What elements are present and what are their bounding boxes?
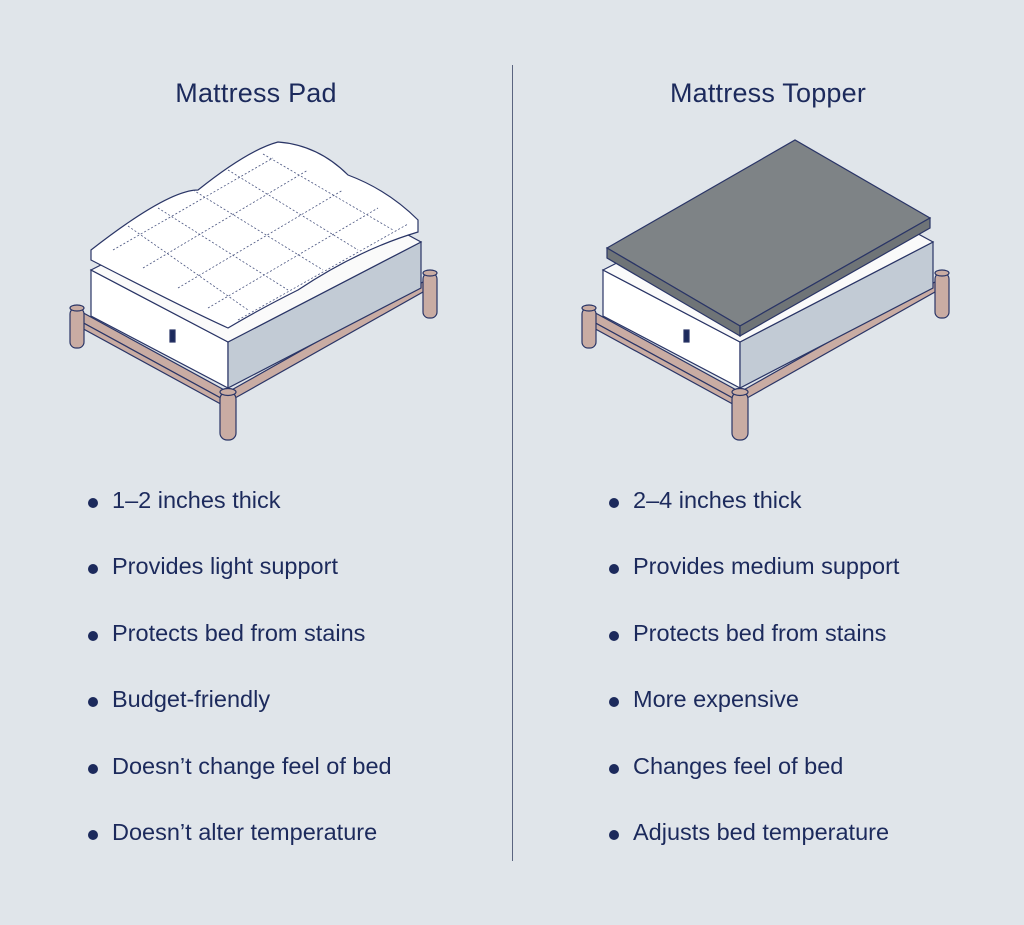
mattress-topper-features: 2–4 inches thick Provides medium support… <box>609 487 899 885</box>
bullet-icon <box>88 697 98 708</box>
feature-item: Provides light support <box>88 553 392 619</box>
bullet-icon <box>88 630 98 641</box>
mattress-topper-column: Mattress Topper 2–4 inches thick Provide… <box>512 0 1024 925</box>
bullet-icon <box>609 630 619 641</box>
bullet-icon <box>609 829 619 840</box>
mattress-topper-title: Mattress Topper <box>669 78 867 109</box>
bullet-icon <box>609 763 619 774</box>
feature-item: 2–4 inches thick <box>609 487 899 553</box>
feature-item: Protects bed from stains <box>88 620 392 686</box>
mattress-pad-features: 1–2 inches thick Provides light support … <box>88 487 392 885</box>
column-divider <box>512 65 514 861</box>
feature-item: Protects bed from stains <box>609 620 899 686</box>
feature-item: Adjusts bed temperature <box>609 819 899 885</box>
foam-mattress-topper-on-bed-icon <box>581 139 950 441</box>
feature-item: Provides medium support <box>609 553 899 619</box>
bullet-icon <box>88 829 98 840</box>
bullet-icon <box>88 763 98 774</box>
bullet-icon <box>609 697 619 708</box>
feature-item: More expensive <box>609 686 899 752</box>
bullet-icon <box>609 498 619 508</box>
mattress-pad-title: Mattress Pad <box>175 78 337 109</box>
bullet-icon <box>88 498 98 508</box>
quilted-mattress-pad-on-bed-icon <box>69 141 438 441</box>
feature-item: Doesn’t change feel of bed <box>88 753 392 819</box>
feature-item: Budget-friendly <box>88 686 392 752</box>
feature-item: Changes feel of bed <box>609 753 899 819</box>
bullet-icon <box>609 564 619 575</box>
feature-item: Doesn’t alter temperature <box>88 819 392 885</box>
mattress-pad-column: Mattress Pad <box>69 78 438 885</box>
bullet-icon <box>88 564 98 575</box>
feature-item: 1–2 inches thick <box>88 487 392 553</box>
